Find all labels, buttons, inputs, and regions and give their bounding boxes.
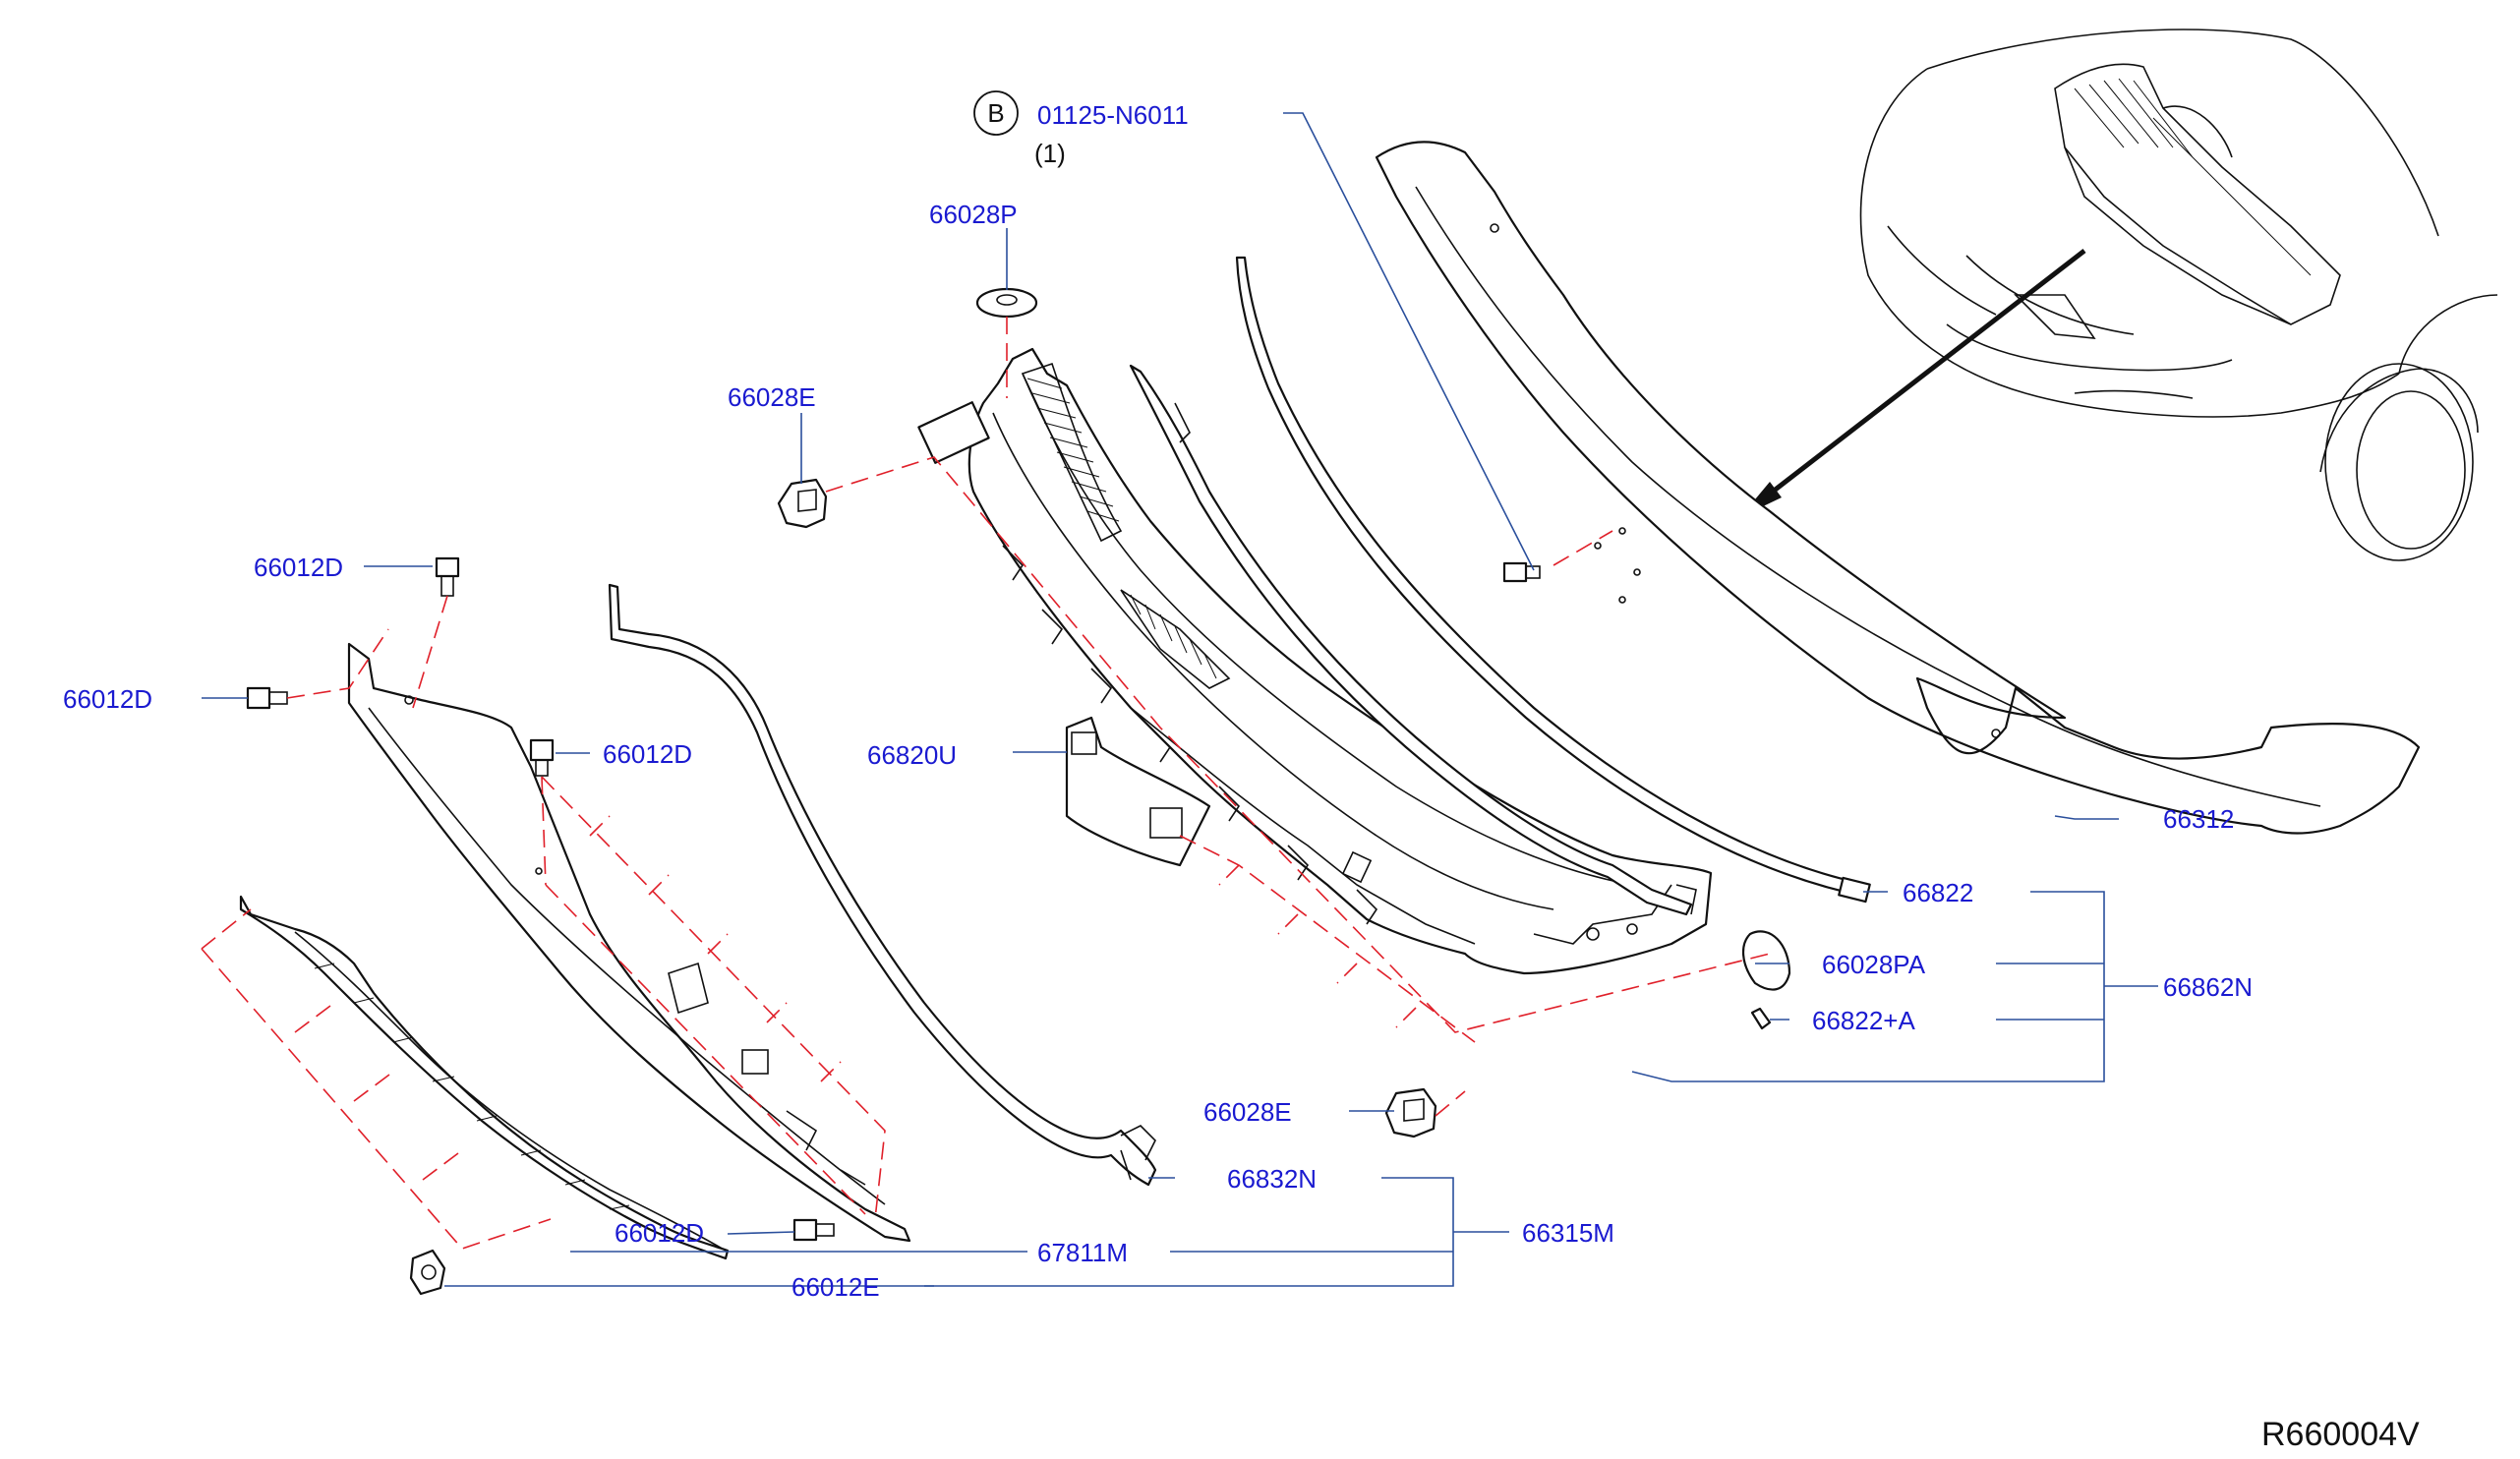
bolt-66012D-a [435,556,460,597]
label-66028E-top: 66028E [728,382,816,412]
cap-66028PA [1742,930,1791,991]
label-66862N: 66862N [2163,972,2253,1002]
grommet-66028P [975,287,1038,319]
label-67811M: 67811M [1037,1238,1128,1267]
nut-66012E [409,1249,446,1296]
part-66312 [1375,141,2421,835]
label-66012D-a: 66012D [254,553,343,582]
reference-code: R660004V [2261,1416,2420,1453]
part-66822 [1235,256,1871,904]
bolt-66012D-d [792,1218,835,1242]
label-bolt-qty: (1) [1034,139,1066,168]
part-66832N [608,583,1157,1187]
part-labels: B 01125-N6011 (1) 66028P 66028E 66012D 6… [63,90,2420,1453]
part-67811M [239,895,730,1260]
part-cowl-top-panel [917,347,1713,975]
label-66822: 66822 [1903,878,1973,907]
assembly-guide-lines [201,317,1771,1250]
bolt-01125-N6011 [1502,561,1541,583]
label-66012D-b: 66012D [63,684,152,714]
b-marker-circle [973,90,1019,136]
label-01125-N6011: 01125-N6011 [1037,100,1189,130]
part-side-panel-upper [347,642,911,1243]
label-66012D-c: 66012D [603,739,692,769]
vehicle-location-inset [1740,29,2498,561]
label-66028P: 66028P [929,200,1018,229]
bolt-66012D-c [529,738,555,777]
part-66820U [1065,716,1211,867]
clip-66028E-bottom [1384,1087,1437,1138]
label-66312: 66312 [2163,804,2234,834]
label-66012E: 66012E [791,1272,880,1302]
label-66012D-d: 66012D [615,1218,704,1248]
label-66028PA: 66028PA [1822,950,1926,979]
label-66820U: 66820U [867,740,957,770]
label-66822-A: 66822+A [1812,1006,1915,1035]
label-66028E-bottom: 66028E [1203,1097,1292,1127]
bolt-66012D-b [246,686,288,710]
clip-66028E-top [777,478,828,529]
part-inner-strip [1129,364,1693,916]
leader-lines [202,112,2158,1287]
label-66832N: 66832N [1227,1164,1317,1194]
end-piece-66822A [1750,1007,1772,1030]
label-66315M: 66315M [1522,1218,1614,1248]
b-marker: B [987,98,1004,128]
